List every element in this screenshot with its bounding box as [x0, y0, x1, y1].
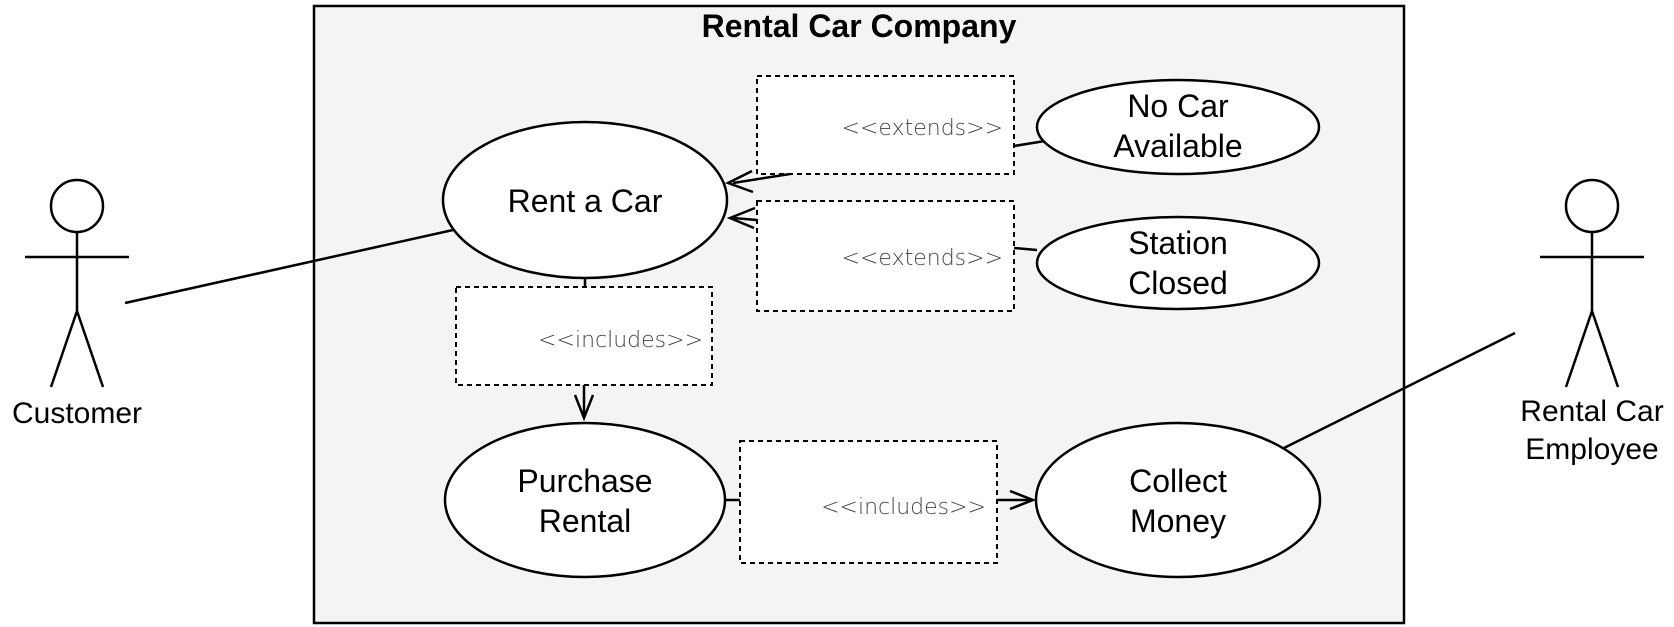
actor-customer-left-leg: [49, 310, 79, 388]
actor-customer-label: Customer: [12, 397, 142, 430]
use-case-collect-money-line2: Money: [1130, 503, 1226, 539]
extends-arrowhead-no-car: [724, 169, 754, 194]
association-employee-collect-money: [1283, 331, 1516, 450]
actor-customer-head: [49, 178, 105, 234]
use-case-station-closed[interactable]: Station Closed: [1035, 215, 1321, 311]
actor-employee-left-leg: [1564, 310, 1594, 388]
extends-connector-station-left: [732, 216, 758, 222]
use-case-no-car-available[interactable]: No Car Available: [1035, 78, 1321, 176]
includes-label-rent-purchase: <<includes>>: [538, 328, 703, 353]
actor-customer-right-leg: [75, 310, 105, 388]
actor-employee-label-line1: Rental Car: [1520, 395, 1663, 428]
actor-employee-right-leg: [1590, 310, 1620, 388]
extends-connector-station-right: [1013, 246, 1038, 252]
extends-box-station-closed: [756, 200, 1015, 312]
includes-box-rent-purchase: [455, 286, 713, 386]
use-case-rent-a-car[interactable]: Rent a Car: [441, 120, 729, 280]
extends-label-station: <<extends>>: [842, 246, 1003, 271]
use-case-purchase-rental[interactable]: Purchase Rental: [443, 421, 727, 579]
use-case-collect-money[interactable]: Collect Money: [1034, 421, 1322, 579]
extends-label-no-car: <<extends>>: [842, 116, 1003, 141]
includes-box-purchase-collect: [739, 440, 998, 564]
includes-label-purchase-collect: <<includes>>: [821, 495, 986, 520]
extends-connector-no-car-left: [732, 172, 791, 185]
actor-customer[interactable]: Customer: [12, 178, 142, 430]
use-case-station-closed-line2: Closed: [1128, 265, 1228, 301]
use-case-no-car-available-line2: Available: [1113, 128, 1242, 164]
extends-connector-no-car-right: [1013, 139, 1046, 148]
use-case-station-closed-line1: Station: [1128, 225, 1228, 261]
system-title: Rental Car Company: [702, 8, 1017, 44]
actor-employee-head: [1564, 178, 1620, 234]
extends-box-no-car: [756, 75, 1015, 175]
actor-employee-label-line2: Employee: [1525, 433, 1658, 466]
association-customer-rent-a-car: [124, 228, 454, 305]
use-case-no-car-available-line1: No Car: [1127, 88, 1229, 124]
use-case-purchase-rental-line1: Purchase: [517, 463, 652, 499]
use-case-rent-a-car-label: Rent a Car: [508, 183, 663, 219]
extends-arrowhead-station: [726, 206, 756, 230]
includes-arrowhead-purchase: [573, 394, 595, 422]
use-case-purchase-rental-line2: Rental: [539, 503, 632, 539]
includes-arrowhead-collect: [1009, 489, 1037, 511]
use-case-collect-money-line1: Collect: [1129, 463, 1227, 499]
actor-rental-car-employee[interactable]: Rental Car Employee: [1520, 178, 1664, 466]
